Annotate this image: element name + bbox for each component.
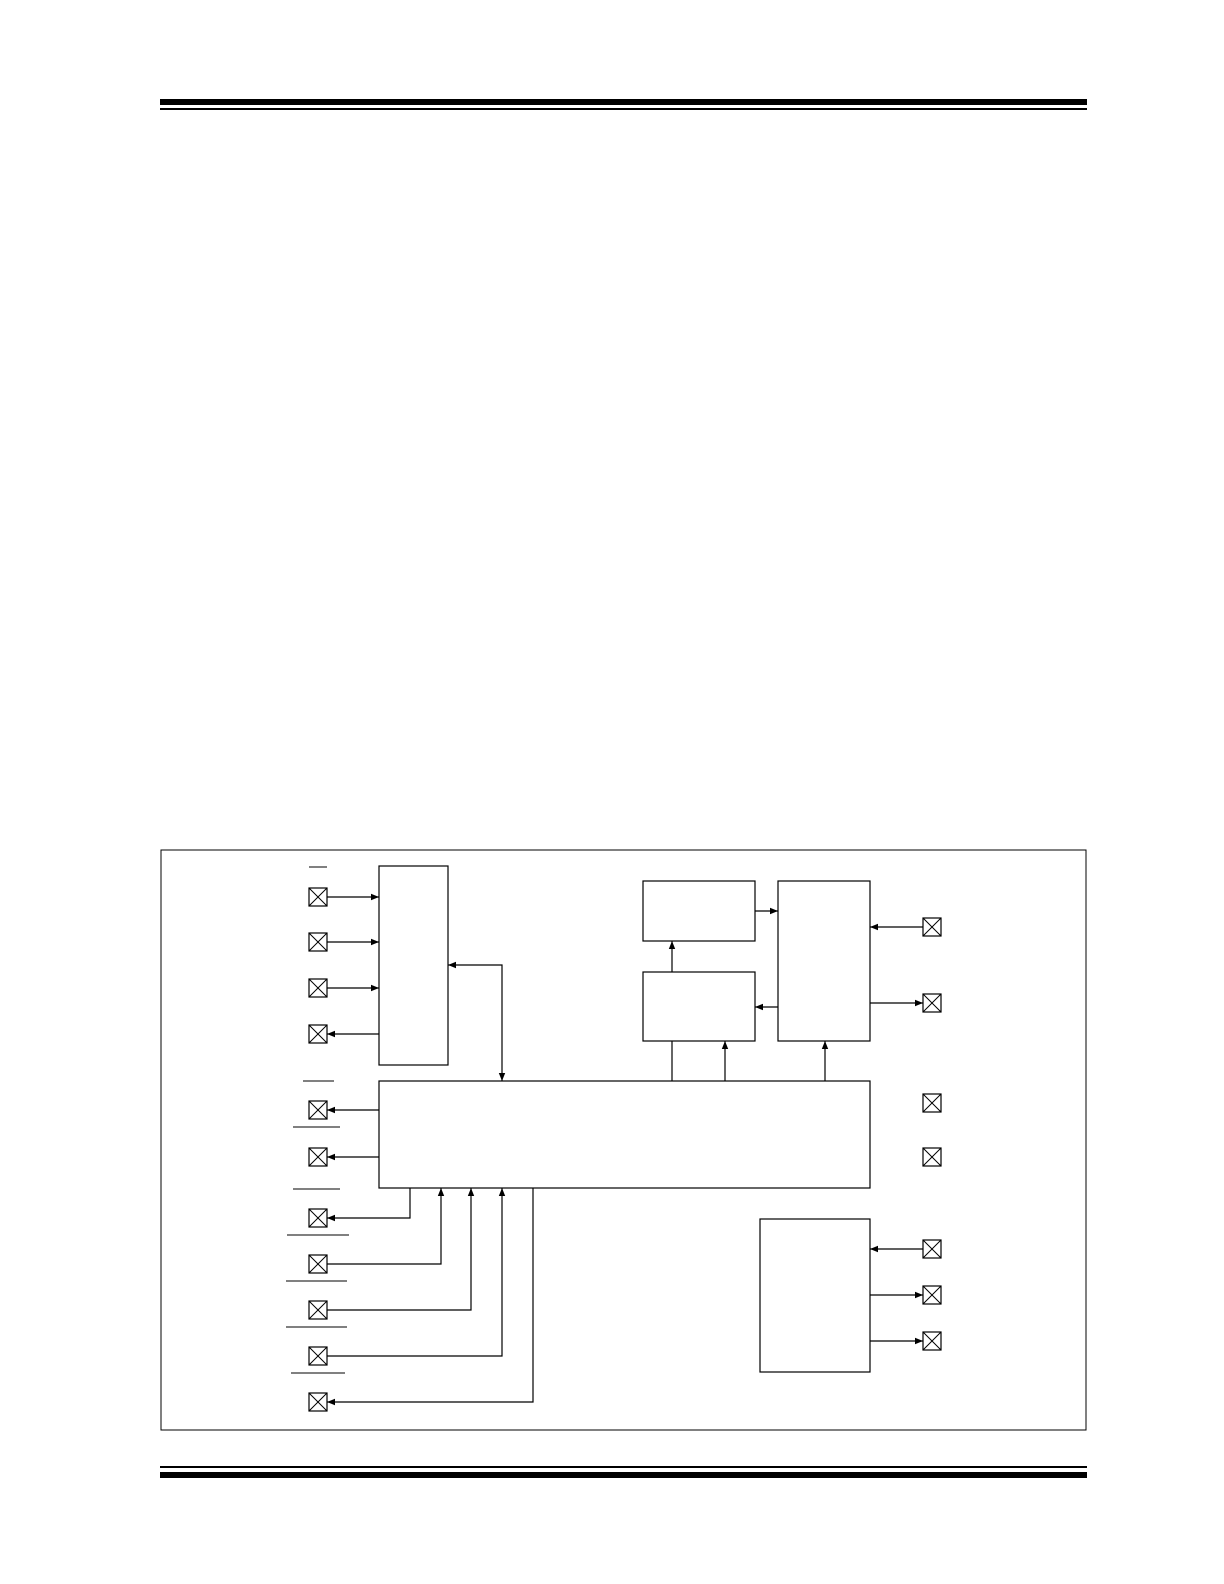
boxed-x-pin-icon bbox=[308, 1208, 328, 1228]
boxed-x-pin-icon bbox=[308, 978, 328, 998]
wire-lp7 bbox=[327, 1188, 411, 1222]
boxed-x-pin-icon bbox=[922, 917, 942, 937]
boxed-x-pin-icon bbox=[308, 1100, 328, 1120]
wire-lp10 bbox=[327, 1188, 506, 1357]
boxed-x-pin-icon bbox=[922, 993, 942, 1013]
left-interface-block bbox=[378, 865, 449, 1066]
boxed-x-pin-icon bbox=[922, 1285, 942, 1305]
boxed-x-pin-icon bbox=[308, 887, 328, 907]
boxed-x-pin-icon bbox=[308, 1024, 328, 1044]
diagram-frame bbox=[160, 849, 1087, 1431]
footer-rule-thin bbox=[160, 1466, 1087, 1468]
boxed-x-pin-icon bbox=[922, 1331, 942, 1351]
header-rule-thick bbox=[160, 99, 1087, 105]
boxed-x-pin-icon bbox=[922, 1093, 942, 1113]
boxed-x-pin-icon bbox=[308, 1300, 328, 1320]
right-lower-block bbox=[759, 1218, 871, 1373]
boxed-x-pin-icon bbox=[308, 1346, 328, 1366]
wire-lp8 bbox=[327, 1188, 445, 1265]
boxed-x-pin-icon bbox=[922, 1147, 942, 1167]
lower-middle-block bbox=[642, 971, 756, 1042]
wire-lp11 bbox=[327, 1188, 534, 1406]
boxed-x-pin-icon bbox=[308, 1254, 328, 1274]
boxed-x-pin-icon bbox=[922, 1239, 942, 1259]
wire-lp9 bbox=[327, 1188, 475, 1311]
right-upper-block bbox=[777, 880, 871, 1042]
upper-middle-block bbox=[642, 880, 756, 942]
boxed-x-pin-icon bbox=[308, 1147, 328, 1167]
boxed-x-pin-icon bbox=[308, 932, 328, 952]
header-rule-thin bbox=[160, 108, 1087, 110]
boxed-x-pin-icon bbox=[308, 1392, 328, 1412]
wire-interface-bus bbox=[448, 961, 506, 1081]
footer-rule-thick bbox=[160, 1472, 1087, 1478]
central-logic-block bbox=[378, 1080, 871, 1189]
